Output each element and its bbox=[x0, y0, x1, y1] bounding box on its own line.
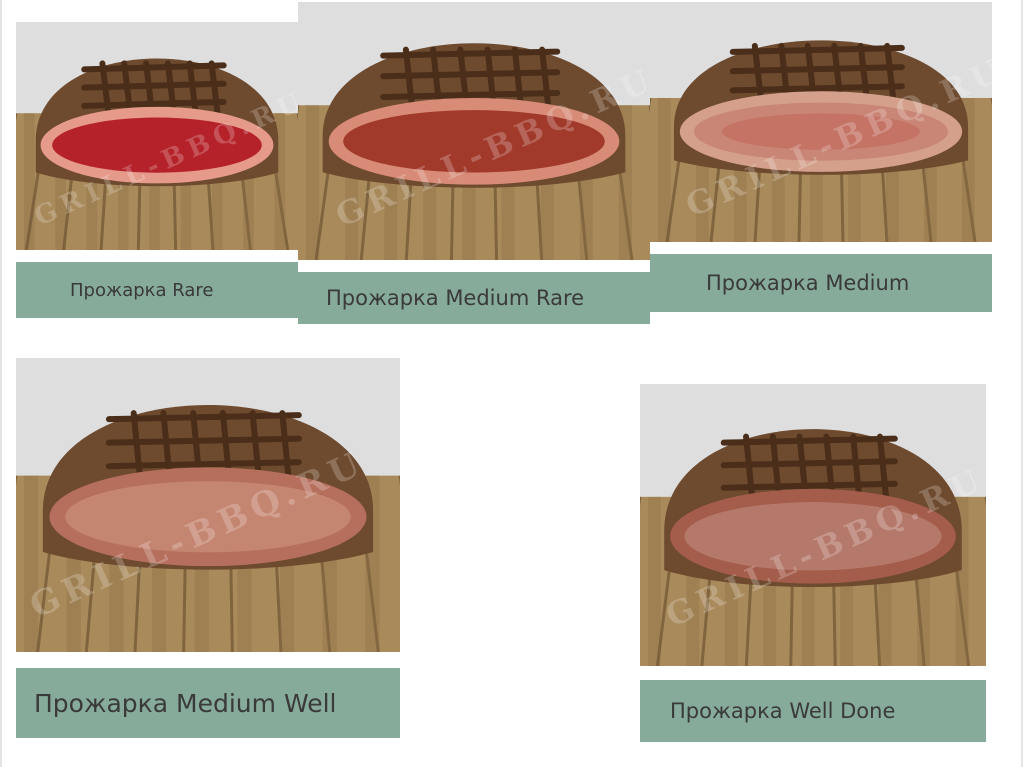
cut-face-core bbox=[713, 515, 913, 558]
board-plank-shade bbox=[306, 105, 319, 260]
steak-panel-medium-rare bbox=[298, 2, 650, 260]
label-medium-rare: Прожарка Medium Rare bbox=[298, 272, 650, 324]
board-plank-shade bbox=[24, 476, 38, 652]
steak-panel-medium bbox=[650, 2, 992, 242]
steak-panel-rare bbox=[16, 22, 298, 250]
cut-face-core bbox=[722, 113, 920, 149]
grill-mark bbox=[109, 415, 299, 419]
label-rare: Прожарка Rare bbox=[16, 262, 298, 318]
label-well-done-text: Прожарка Well Done bbox=[670, 699, 895, 723]
label-medium-well: Прожарка Medium Well bbox=[16, 668, 400, 738]
label-medium-well-text: Прожарка Medium Well bbox=[34, 689, 336, 718]
steak-panel-well-done bbox=[640, 384, 986, 666]
label-rare-text: Прожарка Rare bbox=[70, 280, 214, 301]
steak-panel-medium-well bbox=[16, 358, 400, 652]
cut-face-core bbox=[372, 122, 575, 161]
label-medium-text: Прожарка Medium bbox=[706, 271, 909, 295]
label-medium: Прожарка Medium bbox=[650, 254, 992, 312]
label-medium-rare-text: Прожарка Medium Rare bbox=[326, 286, 584, 310]
cut-face-core bbox=[97, 495, 319, 539]
frame-left-edge bbox=[0, 0, 2, 767]
cut-face-core bbox=[76, 128, 239, 162]
frame-right-edge bbox=[1021, 0, 1023, 767]
board-plank-shade bbox=[648, 497, 661, 666]
label-well-done: Прожарка Well Done bbox=[640, 680, 986, 742]
